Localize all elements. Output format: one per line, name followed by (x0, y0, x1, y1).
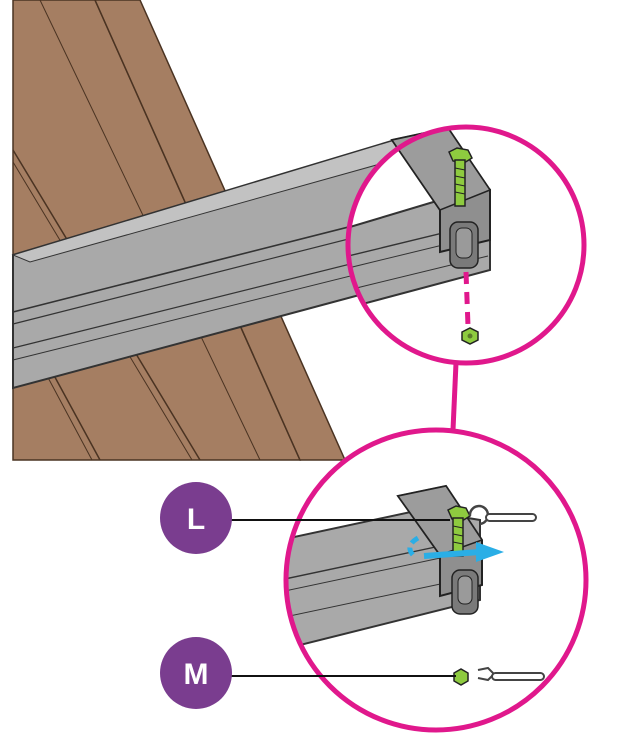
nut-icon (453, 668, 469, 686)
callout-l-label: L (187, 503, 205, 536)
callout-l-badge (160, 482, 232, 554)
rotation-arrow-icon (407, 535, 504, 562)
top-detail-circle (345, 124, 587, 366)
callout-m: M (160, 637, 456, 709)
nut-icon (461, 327, 479, 345)
callout-l: L (160, 482, 450, 554)
bottom-detail-circle (283, 427, 589, 733)
wrench-icon (468, 504, 537, 526)
wrench-icon (477, 666, 545, 682)
bolt-icon (448, 147, 473, 207)
callout-m-badge (160, 637, 232, 709)
zoom-connector-line (450, 362, 459, 431)
callout-m-label: M (184, 658, 209, 691)
dashed-guide-line (463, 271, 471, 327)
